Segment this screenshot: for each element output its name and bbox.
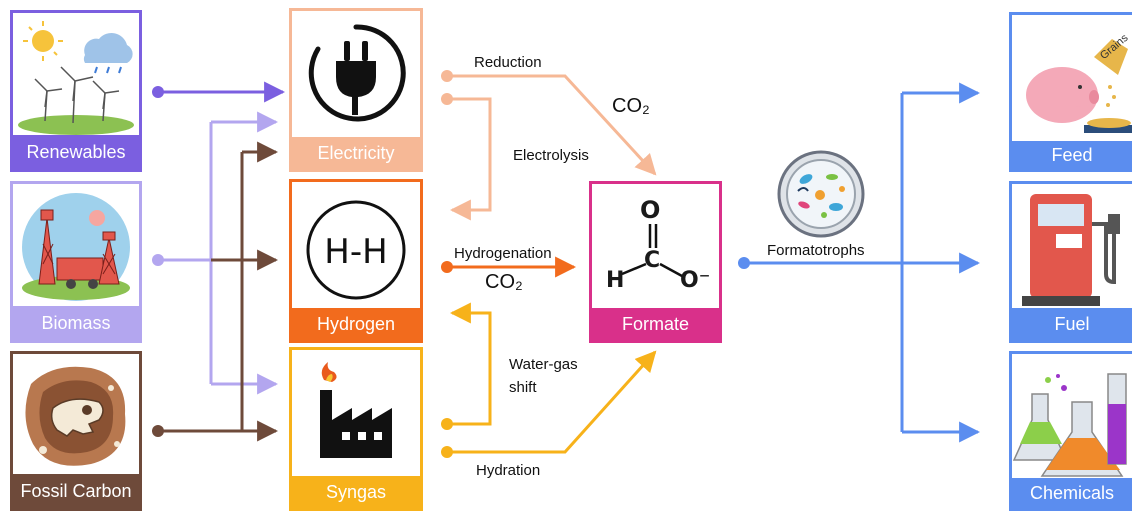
fuel-box: Fuel [1009,181,1132,343]
factory-icon [320,362,392,458]
feed-box: Grains Feed [1009,12,1132,172]
fossil-carbon-box: Fossil Carbon [10,351,142,511]
reduction-label: Reduction [474,54,542,71]
renewables-box: Renewables [10,10,142,172]
formatotrophs-label: Formatotrophs [767,242,865,259]
edge-hydration [441,350,657,458]
edge-reduction [441,70,657,176]
fuel-label: Fuel [1012,308,1132,340]
renewables-label: Renewables [13,135,139,169]
biomass-label: Biomass [13,306,139,340]
formate-box: O C H O⁻ Formate [589,181,722,343]
wind-turbine-icon [18,21,134,135]
electricity-label: Electricity [292,137,420,169]
co2-top-label: CO₂ [612,95,650,117]
pig-icon [1026,39,1132,133]
hydrogen-symbol: H-H [324,232,388,272]
water-gas-label: Water-gas [509,356,578,373]
hydrogen-label: Hydrogen [292,308,420,340]
edge-electrolysis [441,93,492,221]
fossil-carbon-label: Fossil Carbon [13,474,139,508]
biomass-box: Biomass [10,181,142,343]
electrolysis-label: Electrolysis [513,147,589,164]
co2-mid-label: CO₂ [485,271,523,293]
chemicals-flasks-icon [1012,373,1127,477]
syngas-label: Syngas [292,476,420,508]
edge-hydrogenation [441,256,577,278]
formate-h: H [606,268,625,293]
petri-dish-icon [777,150,865,238]
fuel-pump-icon [1022,194,1120,306]
formate-o-minus: O⁻ [680,268,711,293]
hydration-label: Hydration [476,462,541,479]
edge-formatotrophs [738,82,981,443]
electricity-box: Electricity [289,8,423,172]
fossil-icon [25,366,126,466]
formate-c: C [644,248,661,273]
chemicals-box: Chemicals [1009,351,1132,511]
formate-structure-icon [621,224,683,278]
edge-renewables-electricity [152,81,286,103]
edge-water-gas-shift [441,302,492,430]
hydrogen-box: H-H Hydrogen [289,179,423,343]
formate-o-top: O [640,196,661,224]
edge-biomass [152,111,279,395]
hydrogenation-label: Hydrogenation [454,245,552,262]
water-gas-shift-label: shift [509,379,537,396]
edge-fossil [152,141,279,442]
formate-label: Formate [592,308,719,340]
biomass-plant-icon [22,193,130,301]
feed-label: Feed [1012,141,1132,169]
syngas-box: Syngas [289,347,423,511]
chemicals-label: Chemicals [1012,478,1132,508]
plug-icon [308,24,406,122]
hydrogen-icon [306,200,406,300]
